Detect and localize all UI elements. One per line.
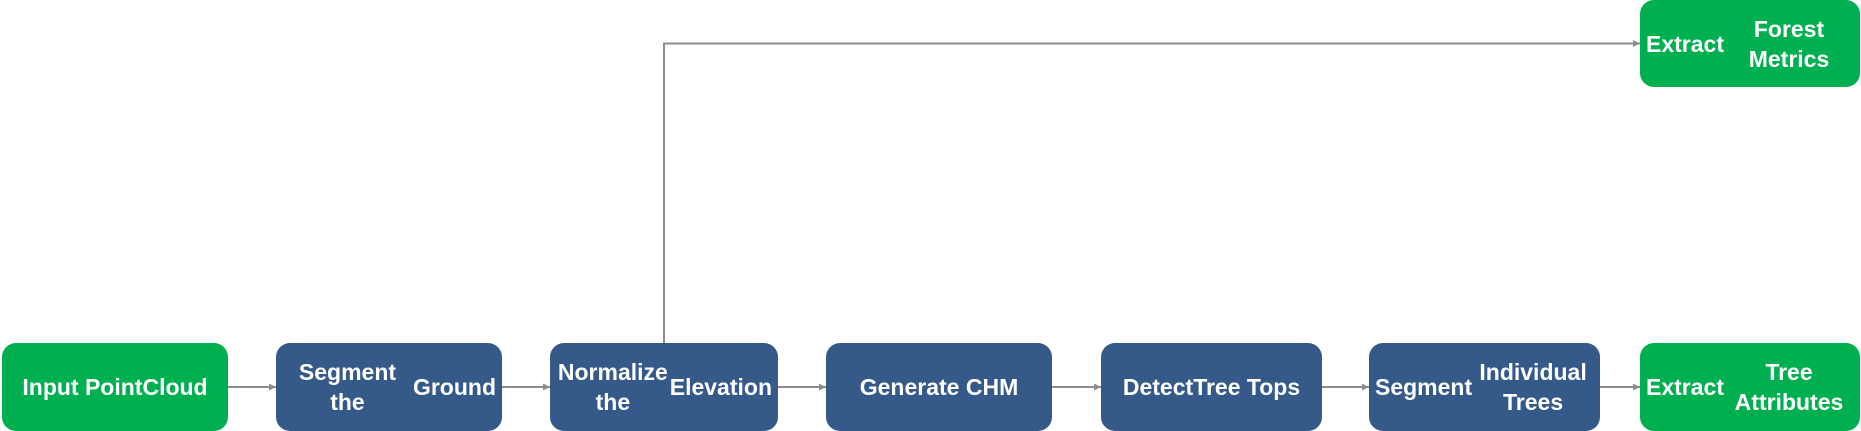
node-label-line: Ground <box>412 374 496 400</box>
node-label-line: Tree Attributes <box>1734 359 1844 415</box>
node-label-line: Generate CHM <box>859 374 1019 400</box>
node-label-line: Cloud <box>142 374 208 400</box>
node-label-line: Forest Metrics <box>1748 15 1830 72</box>
node-extract-tree-attributes: Extract Tree Attributes <box>1640 343 1860 431</box>
node-segment-individual-trees: Segment Individual Trees <box>1369 343 1600 431</box>
node-generate-chm: Generate CHM <box>826 343 1052 431</box>
node-extract-forest-metrics: Extract Forest Metrics <box>1640 0 1860 87</box>
node-segment-ground: Segment the Ground <box>276 343 502 431</box>
node-label-line: Input Point <box>22 374 143 400</box>
node-label-line: Segment the <box>298 359 397 415</box>
node-detect-tree-tops: Detect Tree Tops <box>1101 343 1322 431</box>
node-label-line: Extract <box>1646 374 1724 400</box>
node-label-line: Segment <box>1375 374 1473 400</box>
node-label-line: Detect <box>1122 374 1194 400</box>
node-label-line: Individual Trees <box>1479 359 1587 415</box>
node-label-line: Normalize the <box>557 359 668 415</box>
node-input-point-cloud: Input Point Cloud <box>2 343 228 431</box>
node-label-line: Elevation <box>669 374 772 400</box>
node-label-line: Extract <box>1646 30 1724 57</box>
connector-normalize-elevation-to-extract-forest-metrics <box>663 40 1640 343</box>
node-normalize-elevation: Normalize the Elevation <box>550 343 778 431</box>
node-label-line: Tree Tops <box>1193 374 1301 400</box>
